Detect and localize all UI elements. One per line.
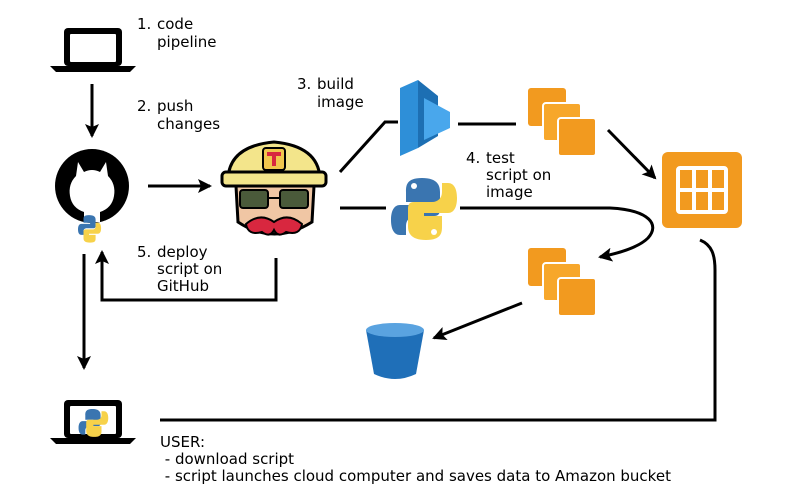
line-travis-to-codepipeline — [338, 120, 398, 174]
step-4-line3: image — [486, 183, 533, 201]
arrow-deploy-to-github — [95, 250, 278, 302]
user-note-item-download: - download script — [160, 450, 295, 468]
step-3-line2: image — [317, 93, 364, 111]
step-5-number: 5. — [137, 243, 152, 261]
step-5-line3: GitHub — [157, 277, 209, 295]
step-1-line2: pipeline — [157, 33, 217, 51]
travis-ci-icon — [220, 140, 328, 236]
step-3-number: 3. — [297, 75, 312, 93]
step-1-number: 1. — [137, 15, 152, 33]
step-1-line1: code — [157, 15, 194, 33]
step-5-label: 5. deploy script on GitHub — [137, 244, 257, 300]
step-5-line2: script on — [157, 260, 223, 278]
arrow-python-to-ec2 — [460, 206, 655, 262]
step-3-line1: build — [317, 75, 354, 93]
line-batch-to-user — [160, 238, 717, 422]
arrow-ec2-to-batch — [606, 128, 657, 180]
aws-batch-icon — [662, 152, 742, 228]
step-4-label: 4. test script on image — [466, 150, 576, 206]
user-note-title: USER: — [160, 433, 205, 451]
github-octocat-icon — [55, 149, 129, 243]
step-2-line2: changes — [157, 115, 221, 133]
step-2-line1: push — [157, 97, 194, 115]
step-1-label: 1. code pipeline — [137, 16, 247, 56]
user-laptop-icon — [50, 400, 136, 444]
step-5-line1: deploy — [157, 243, 208, 261]
connectors — [77, 84, 717, 422]
arrow-ec2-to-s3 — [432, 301, 523, 341]
s3-bucket-icon — [366, 323, 424, 379]
laptop-icon — [50, 28, 136, 72]
codepipeline-icon — [400, 80, 450, 156]
step-4-line1: test — [486, 149, 515, 167]
ec2-instances-icon-bottom — [528, 248, 597, 317]
step-2-number: 2. — [137, 97, 152, 115]
python-icon — [391, 178, 457, 240]
step-4-number: 4. — [466, 149, 481, 167]
user-note-item-launch: - script launches cloud computer and sav… — [160, 467, 671, 485]
step-4-line2: script on — [486, 166, 552, 184]
step-2-label: 2. push changes — [137, 98, 247, 138]
user-note: USER: - download script - script launche… — [160, 434, 671, 485]
step-3-label: 3. build image — [297, 76, 397, 116]
ec2-instances-icon-top — [528, 88, 597, 157]
